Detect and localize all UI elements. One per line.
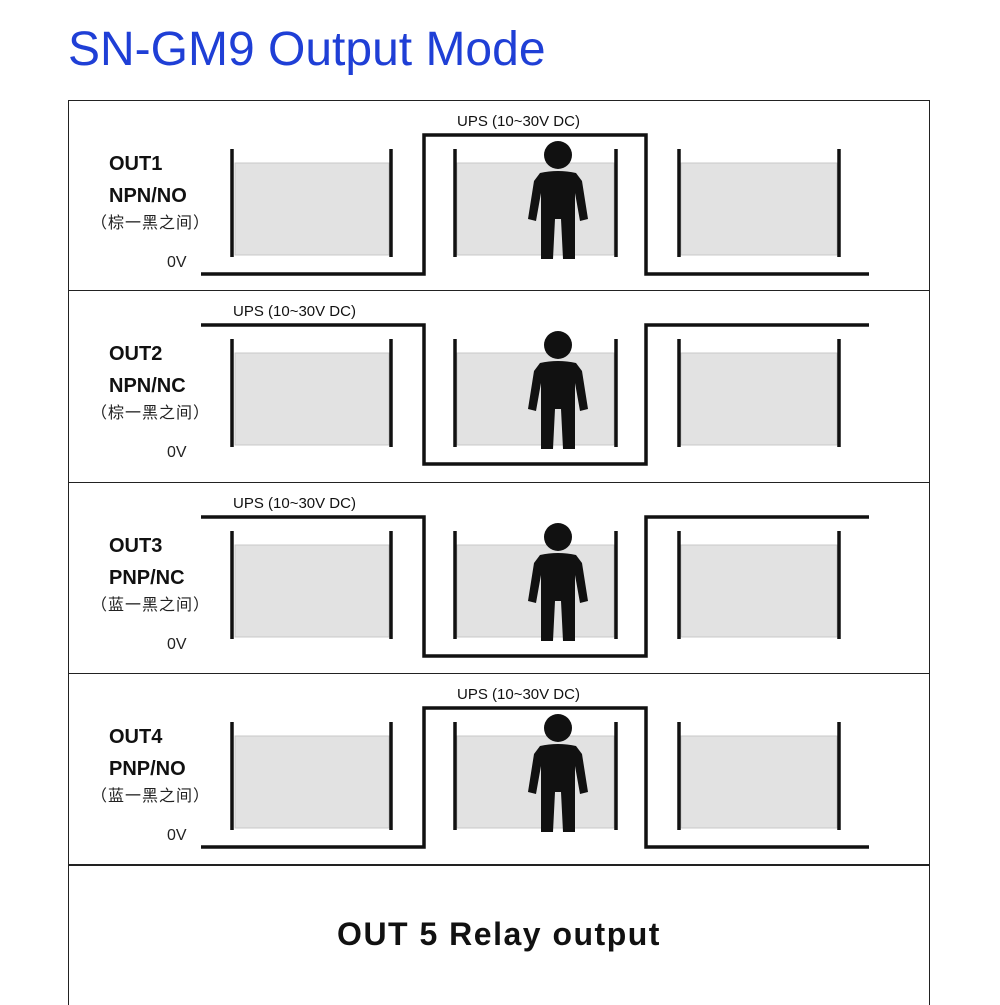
light-beam (234, 735, 390, 829)
supply-voltage-label: UPS (10~30V DC) (233, 495, 356, 512)
signal-waveform (201, 133, 869, 276)
person-icon (528, 523, 588, 641)
light-beam (680, 162, 838, 256)
signal-waveform (201, 323, 869, 466)
zero-volt-label: 0V (167, 254, 187, 271)
supply-voltage-label: UPS (10~30V DC) (457, 113, 580, 130)
output-diagram (201, 323, 869, 466)
light-beam (680, 352, 838, 446)
light-beam (234, 352, 390, 446)
person-icon (528, 331, 588, 449)
supply-voltage-label: UPS (10~30V DC) (457, 686, 580, 703)
person-body (528, 361, 588, 449)
output-name: OUT2 (109, 343, 163, 365)
wire-note: （蓝一黑之间） (91, 786, 211, 805)
output-diagram (201, 706, 869, 849)
signal-waveform (201, 706, 869, 849)
person-head (544, 714, 572, 742)
output-diagram (201, 133, 869, 276)
wire-note: （蓝一黑之间） (91, 595, 211, 614)
output-type: PNP/NC (109, 567, 185, 589)
output-type: NPN/NC (109, 375, 186, 397)
light-beam (234, 544, 390, 638)
person-body (528, 744, 588, 832)
supply-voltage-label: UPS (10~30V DC) (233, 303, 356, 320)
person-head (544, 141, 572, 169)
output-type: NPN/NO (109, 185, 187, 207)
person-head (544, 331, 572, 359)
output-name: OUT1 (109, 153, 163, 175)
wire-note: （棕一黑之间） (91, 403, 211, 422)
person-head (544, 523, 572, 551)
output-type: PNP/NO (109, 758, 186, 780)
output-name: OUT4 (109, 726, 163, 748)
person-icon (528, 714, 588, 832)
output-diagram (201, 515, 869, 658)
output-name: OUT3 (109, 535, 163, 557)
page-title: SN-GM9 Output Mode (68, 23, 546, 76)
light-beam (680, 544, 838, 638)
person-body (528, 171, 588, 259)
relay-output-label: OUT 5 Relay output (337, 916, 661, 952)
relay-output-panel: OUT 5 Relay output (68, 865, 930, 1005)
zero-volt-label: 0V (167, 827, 187, 844)
zero-volt-label: 0V (167, 636, 187, 653)
person-body (528, 553, 588, 641)
light-beam (234, 162, 390, 256)
zero-volt-label: 0V (167, 444, 187, 461)
signal-waveform (201, 515, 869, 658)
wire-note: （棕一黑之间） (91, 213, 211, 232)
person-icon (528, 141, 588, 259)
light-beam (680, 735, 838, 829)
